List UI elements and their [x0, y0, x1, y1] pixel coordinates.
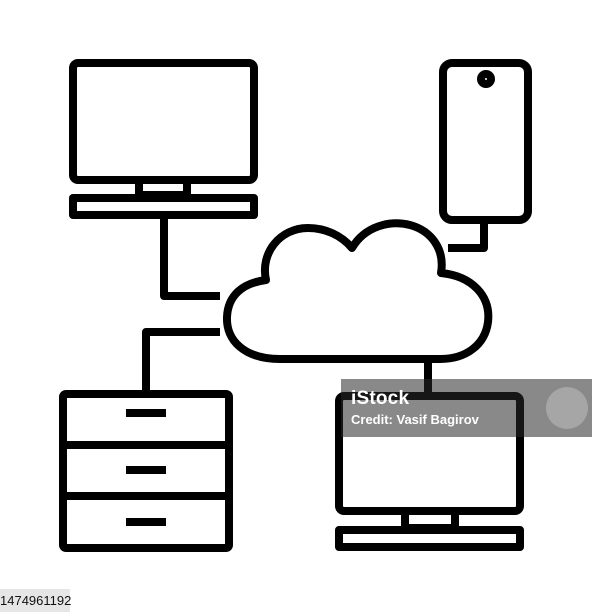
- server-cabinet-icon: [59, 390, 233, 552]
- desktop-monitor-icon: [69, 59, 258, 219]
- watermark-brand: iStock: [351, 388, 410, 409]
- stock-id-label: 1474961192: [0, 589, 71, 612]
- watermark-overlay: iStock Credit: Vasif Bagirov: [341, 379, 592, 437]
- watermark-logo-icon: [546, 387, 588, 429]
- cloud-icon: [223, 219, 493, 363]
- smartphone-icon: [439, 59, 532, 224]
- watermark-credit: Credit: Vasif Bagirov: [351, 412, 479, 427]
